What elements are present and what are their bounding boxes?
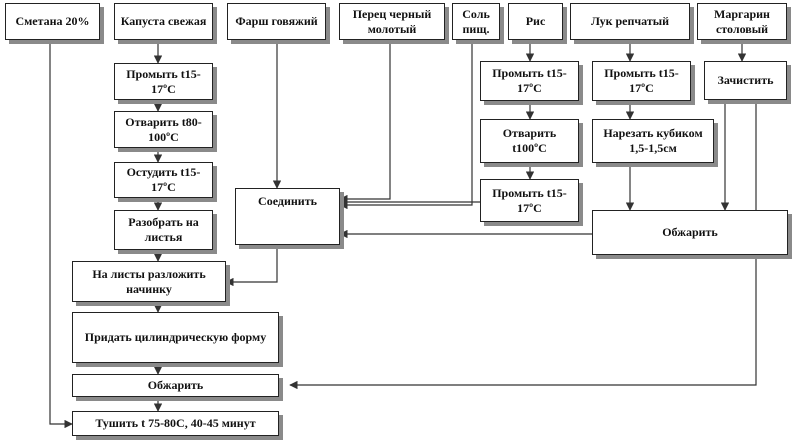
step-rice-rinse: Промыть t15-17ºС [480, 179, 579, 222]
step-onion-wash: Промыть t15-17ºС [592, 61, 691, 101]
step-fry: Обжарить [72, 374, 279, 397]
ingredient-margarine: Маргарин столовый [697, 3, 787, 40]
ingredient-black-pepper: Перец черный молотый [339, 3, 445, 40]
arrow-pepper-to-combine [339, 40, 391, 204]
step-rice-boil: Отварить t100ºС [480, 119, 579, 163]
ingredient-cabbage: Капуста свежая [114, 3, 213, 40]
step-rice-wash: Промыть t15-17ºС [480, 61, 579, 101]
arrow-sour-cream-to-stew [49, 40, 73, 429]
step-cabbage-wash: Промыть t15-17ºС [114, 63, 213, 100]
ingredient-onion: Лук репчатый [570, 3, 690, 40]
ingredient-salt: Соль пищ. [452, 3, 500, 40]
arrow-salt-to-combine [339, 40, 473, 210]
step-shape: Придать цилиндрическую форму [72, 312, 279, 363]
step-cabbage-cool: Остудить t15-17ºС [114, 162, 213, 198]
step-onion-fry: Обжарить [592, 210, 788, 255]
ingredient-rice: Рис [508, 3, 563, 40]
arrow-combine-to-filling [225, 245, 278, 287]
arrow-margarine-to-fry [289, 100, 757, 390]
step-cabbage-separate: Разобрать на листья [114, 210, 213, 250]
step-onion-cut: Нарезать кубиком 1,5-1,5см [592, 119, 714, 163]
step-margarine-clean: Зачистить [704, 61, 787, 100]
step-cabbage-boil: Отварить t80-100ºС [114, 111, 213, 148]
step-stew: Тушить t 75-80С, 40-45 минут [72, 411, 279, 436]
step-put-filling: На листы разложить начинку [72, 261, 226, 302]
ingredient-minced-beef: Фарш говяжий [227, 3, 326, 40]
ingredient-sour-cream: Сметана 20% [5, 3, 100, 40]
step-combine: Соединить [235, 188, 340, 245]
